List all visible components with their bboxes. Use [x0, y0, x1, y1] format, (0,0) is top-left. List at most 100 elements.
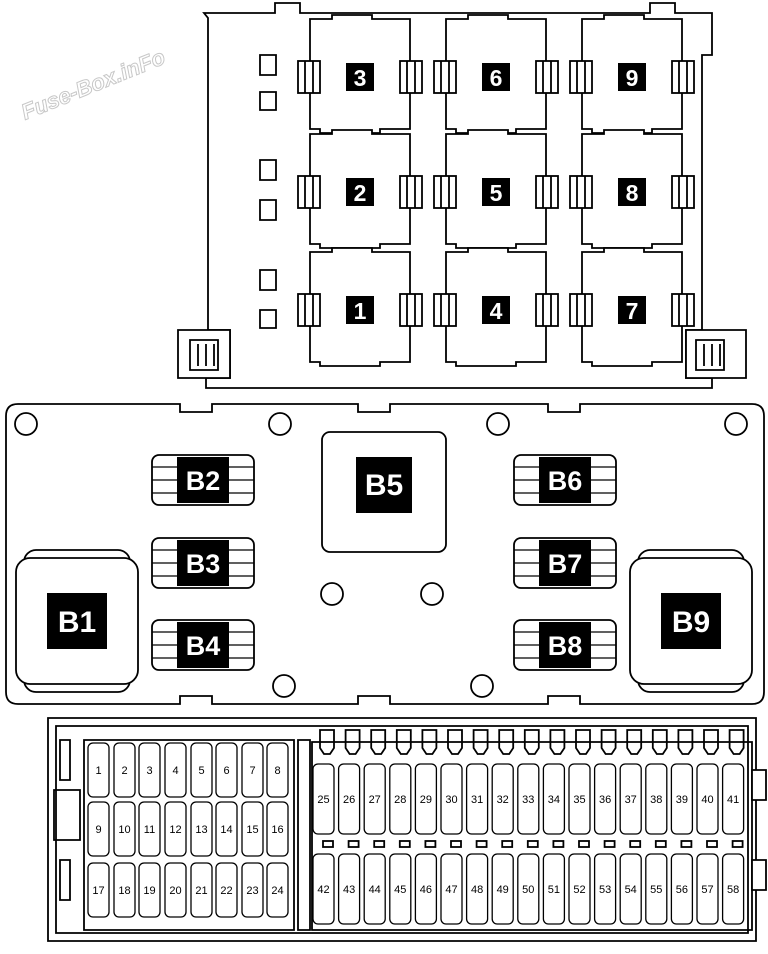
fuse-42: 42: [312, 853, 335, 925]
fuse-39: 39: [670, 763, 694, 835]
fuse-label: 3: [146, 765, 152, 777]
relay-label: 5: [490, 180, 503, 206]
mounting-hole: [320, 582, 344, 606]
fuse-18: 18: [113, 862, 136, 918]
fuse-label: 2: [121, 765, 127, 777]
relay-5: 5: [433, 129, 559, 249]
connector-pin: [600, 729, 617, 755]
relay-b5: B5: [321, 431, 447, 553]
connector-pin: [498, 729, 515, 755]
fuse-label: 17: [92, 885, 104, 897]
relay-b3: B3: [151, 537, 255, 589]
fuse-label: 7: [249, 765, 255, 777]
mounting-hole: [486, 412, 510, 436]
fuse-12: 12: [164, 801, 187, 857]
connector-pin: [677, 729, 694, 755]
fuse-31: 31: [465, 763, 489, 835]
fuse-label: 20: [169, 885, 181, 897]
fuse-4: 4: [164, 742, 187, 798]
fuse-label: 34: [548, 794, 560, 806]
connector-pin: [347, 840, 360, 848]
fuse-38: 38: [645, 763, 668, 835]
fuse-label: 55: [650, 884, 662, 896]
relay-b8: B8: [513, 619, 617, 671]
fuse-label: 30: [445, 794, 457, 806]
connector-pin: [680, 840, 693, 848]
connector-pin: [603, 840, 616, 848]
fuse-label: 6: [223, 765, 229, 777]
fuse-label: 12: [169, 824, 181, 836]
fuse-label: 45: [394, 884, 406, 896]
relay-b9: B9: [629, 549, 753, 693]
relay-label: B4: [186, 631, 221, 661]
connector-pin: [728, 729, 745, 755]
fuse-label: 4: [172, 765, 178, 777]
connector-pin: [398, 840, 411, 848]
relay-label: 8: [626, 180, 639, 206]
fuse-label: 25: [317, 794, 329, 806]
fuse-label: 24: [271, 885, 283, 897]
relay-6: 6: [433, 14, 559, 134]
connector-pin: [450, 840, 462, 848]
fuse-7: 7: [241, 742, 264, 798]
relay-label: B7: [548, 549, 583, 579]
mounting-hole: [268, 412, 292, 436]
connector-pin: [526, 840, 539, 848]
fuse-24: 24: [266, 862, 289, 918]
fuse-label: 38: [650, 794, 662, 806]
fuse-57: 57: [696, 853, 719, 925]
fuse-1: 1: [87, 742, 110, 798]
fuse-label: 42: [317, 884, 329, 896]
connector-pin: [472, 729, 489, 755]
relay-label: B8: [548, 631, 583, 661]
connector-pin: [322, 840, 334, 848]
connector-pin: [626, 729, 643, 755]
fuse-label: 40: [701, 794, 713, 806]
fuse-55: 55: [645, 853, 668, 925]
fuse-10: 10: [113, 801, 136, 857]
relay-b2: B2: [151, 454, 255, 506]
connector-pin: [501, 840, 514, 848]
fuse-label: 18: [118, 885, 130, 897]
fuse-11: 11: [138, 801, 161, 857]
fuse-label: 29: [420, 794, 432, 806]
fuse-label: 54: [625, 884, 637, 896]
connector-pin: [421, 729, 438, 755]
fuse-label: 52: [573, 884, 585, 896]
fuse-label: 11: [144, 824, 155, 836]
fuse-52: 52: [568, 853, 591, 925]
relay-label: 4: [490, 298, 503, 324]
mounting-hole: [420, 582, 444, 606]
fuse-13: 13: [190, 801, 213, 857]
fuse-37: 37: [619, 763, 642, 835]
fuse-label: 5: [198, 765, 204, 777]
connector-pin: [651, 729, 668, 755]
fuse-label: 50: [522, 884, 534, 896]
fuse-label: 53: [599, 884, 611, 896]
fuse-41: 41: [721, 763, 745, 835]
relay-label: 7: [626, 298, 639, 324]
mounting-hole: [470, 674, 494, 698]
fuse-label: 36: [599, 794, 611, 806]
relay-1: 1: [297, 247, 423, 367]
connector-pin: [395, 729, 412, 755]
relay-b6: B6: [513, 454, 617, 506]
fuse-label: 58: [727, 884, 739, 896]
fuse-label: 43: [343, 884, 355, 896]
relay-3: 3: [297, 14, 423, 134]
fuse-40: 40: [696, 763, 719, 835]
fuse-5: 5: [190, 742, 213, 798]
fuse-label: 32: [497, 794, 509, 806]
relay-label: 2: [354, 180, 367, 206]
fuse-label: 22: [220, 885, 232, 897]
connector-pin: [424, 840, 437, 848]
relay-2: 2: [297, 129, 423, 249]
connector-pin: [578, 840, 590, 848]
fuse-2: 2: [113, 742, 136, 798]
fuse-label: 13: [195, 824, 207, 836]
relay-b1: B1: [15, 549, 139, 693]
relay-label: B5: [365, 469, 403, 502]
fuse-label: 35: [573, 794, 585, 806]
fuse-32: 32: [491, 763, 514, 835]
